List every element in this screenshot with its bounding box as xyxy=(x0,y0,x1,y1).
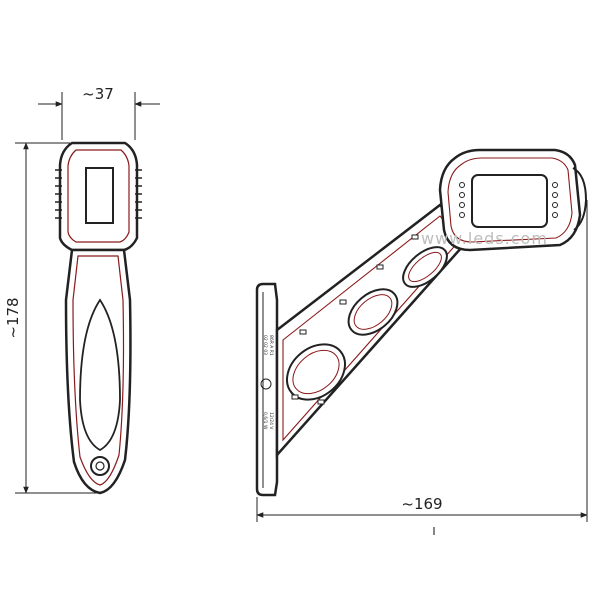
front-side-ribs xyxy=(55,169,142,219)
mounting-plate xyxy=(255,282,279,497)
front-view: ~37 ~178 xyxy=(4,85,160,495)
arm-led-markers xyxy=(291,234,419,405)
arm-lenses xyxy=(286,246,448,401)
arm-lens-3-inner xyxy=(408,251,442,283)
front-arm-center-groove xyxy=(79,298,121,452)
front-arm-inner-outline xyxy=(72,255,125,486)
side-view: 86R A R1 02 02 03 12/24 V 0,6/1 W xyxy=(255,148,588,538)
plate-text-1: 86R A R1 xyxy=(268,335,274,356)
side-lamp-head-inner xyxy=(447,157,573,243)
plate-text-3: 12/24 V xyxy=(268,412,274,430)
lamp-led-dots xyxy=(459,182,558,218)
arm-lens-1-inner xyxy=(292,349,340,395)
plate-text-2: 02 02 03 xyxy=(262,335,268,355)
watermark: www.leds.com xyxy=(421,229,548,248)
lamp-head-back-cap xyxy=(572,167,588,231)
width-dimension-label: ~37 xyxy=(82,85,114,103)
lamp-lens-window xyxy=(471,174,548,228)
height-dimension-label: ~178 xyxy=(4,297,22,338)
front-lens-window xyxy=(85,167,114,224)
mounting-hole-inner xyxy=(95,461,105,471)
plate-text-4: 0,6/1 W xyxy=(262,412,268,430)
arm-lens-3 xyxy=(402,246,448,288)
certification-mark-icon xyxy=(260,378,272,390)
length-dimension-label: ~169 xyxy=(401,495,442,513)
mounting-hole xyxy=(90,456,110,476)
arm-lens-2-inner xyxy=(353,294,393,330)
footer-mark: I xyxy=(432,525,435,538)
front-head-inner-outline xyxy=(67,149,130,243)
arm-lens-1 xyxy=(286,343,346,401)
arm-lens-2 xyxy=(347,288,399,336)
